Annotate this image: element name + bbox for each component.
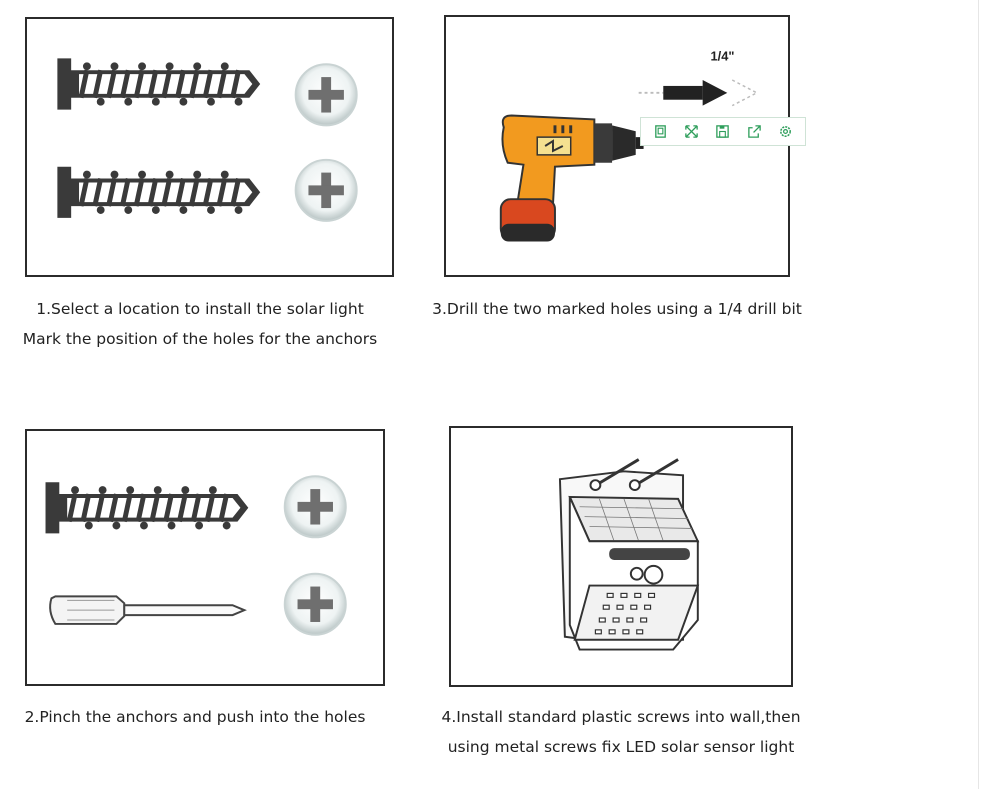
settings-icon [779,126,791,137]
drill-bit-size-label: 1/4" [711,48,735,63]
drill-illustration: 1/4" [499,48,759,242]
expand-icon [685,125,699,138]
step4-caption: 4.Install standard plastic screws into w… [432,702,810,762]
solar-light-mounting-illustration [558,458,700,651]
settings-button[interactable] [776,123,794,141]
step3-caption: 3.Drill the two marked holes using a 1/4… [428,294,806,324]
save-button[interactable] [714,123,732,141]
step1-caption-line1: 1.Select a location to install the solar… [36,300,364,318]
page-edge-line [978,0,979,789]
wall-hole-4 [283,572,347,636]
step2-image-panel [25,429,385,686]
step1-caption: 1.Select a location to install the solar… [20,294,380,354]
copy-icon [655,125,666,138]
share-button[interactable] [745,123,763,141]
step4-image-panel [449,426,793,687]
screwdriver [49,595,247,625]
step2-caption: 2.Pinch the anchors and push into the ho… [20,702,370,732]
step3-caption-line1: 3.Drill the two marked holes using a 1/4… [432,300,802,318]
step2-caption-line1: 2.Pinch the anchors and push into the ho… [24,708,366,726]
anchor-2 [57,167,260,218]
wall-hole-2 [294,158,358,222]
step1-caption-line2: Mark the position of the holes for the a… [22,330,378,348]
anchor-3 [46,482,249,533]
wall-hole-1 [294,63,358,127]
anchor-1 [57,58,260,109]
anchor-screwdriver-illustration [27,475,347,636]
save-icon [716,125,730,138]
copy-button[interactable] [652,123,670,141]
step1-image-panel [25,17,394,277]
share-icon [747,125,761,138]
step3-image-panel: 1/4" [444,15,790,277]
expand-button[interactable] [683,123,701,141]
step4-caption-line2: using metal screws fix LED solar sensor … [447,738,795,756]
image-toolbar [640,117,806,146]
wall-hole-3 [283,475,347,539]
step4-caption-line1: 4.Install standard plastic screws into w… [441,708,801,726]
anchor-screws-illustration [27,19,358,222]
